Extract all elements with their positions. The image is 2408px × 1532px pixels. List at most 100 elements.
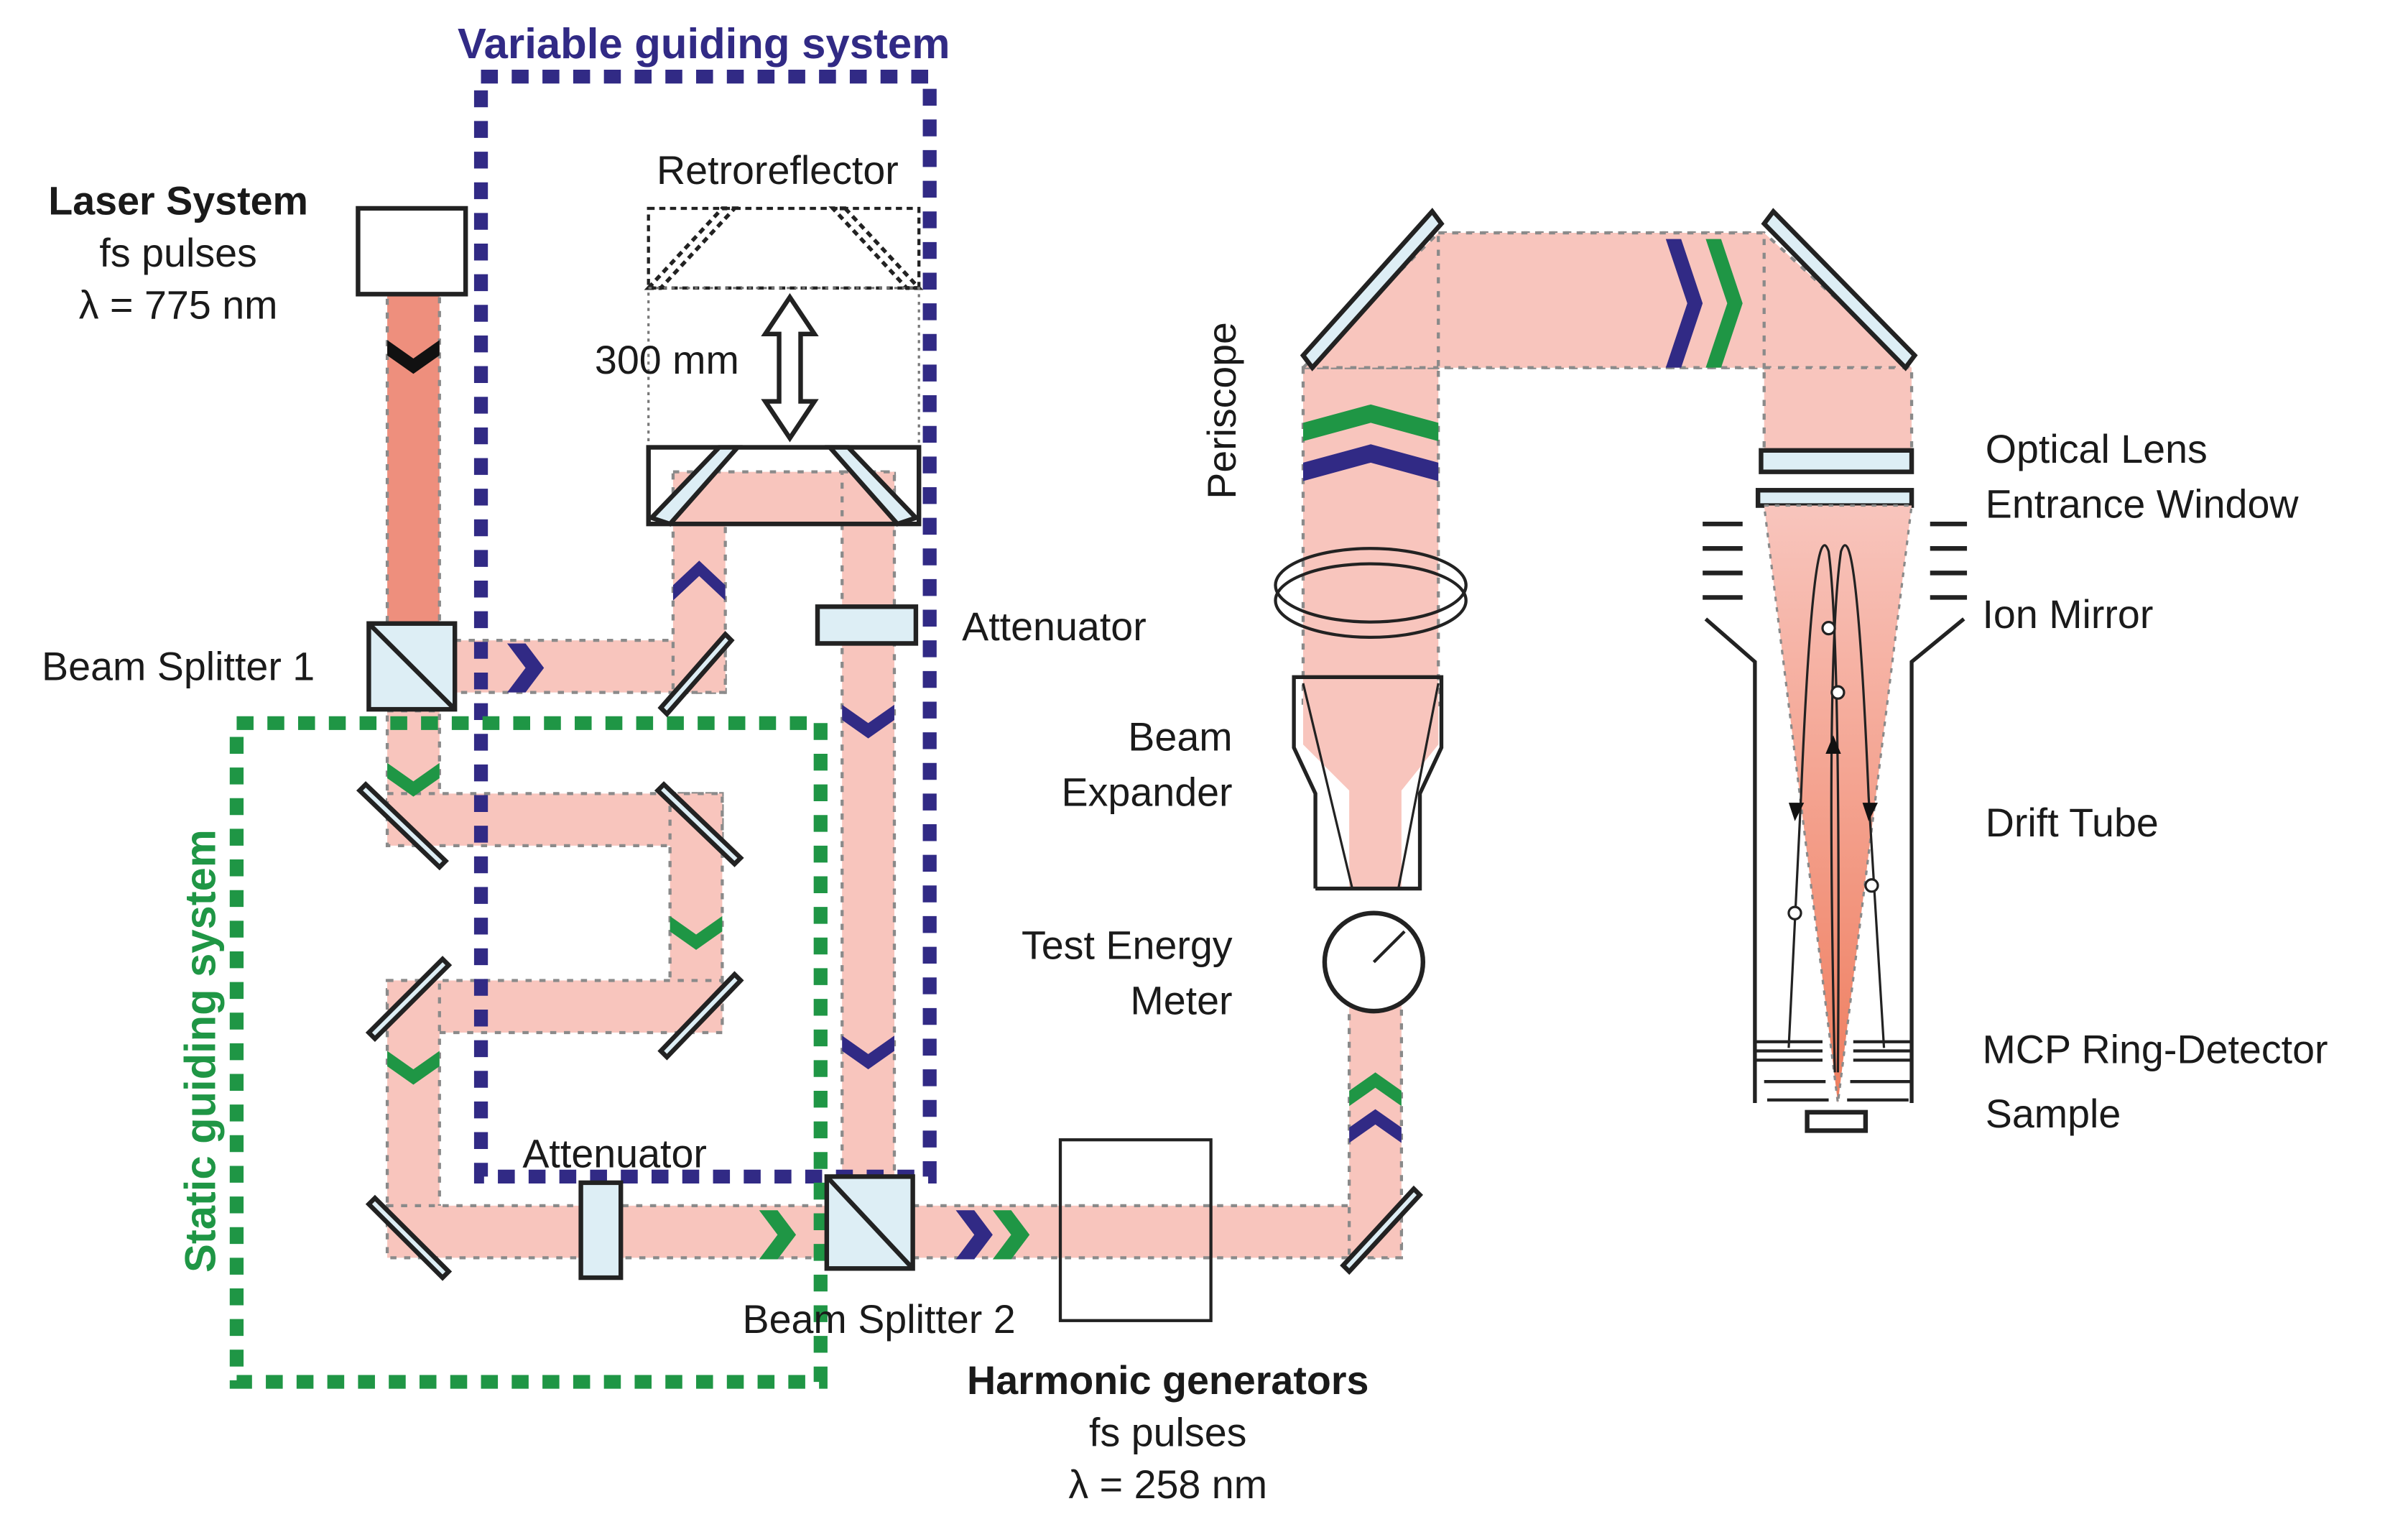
- retroreflector-label: Retroreflector: [657, 148, 899, 193]
- beam-down-to-lens: [1762, 366, 1914, 456]
- pulse-static-1: [387, 762, 440, 797]
- retroreflector-left-mirror: [647, 445, 743, 527]
- harmonic-title: Harmonic generators: [967, 1358, 1369, 1403]
- ion-arrow-down-right: [1862, 803, 1879, 821]
- pulse-variable-horizontal: [506, 643, 545, 693]
- drift-tube-right-wall: [1909, 617, 1965, 1104]
- travel-double-arrow: [761, 292, 819, 443]
- energy-meter-label-line1: Test Energy: [1022, 923, 1233, 968]
- laser-pulses: fs pulses: [99, 231, 256, 275]
- ion-arrow-up: [1825, 735, 1841, 754]
- pulse-variable-down-1: [842, 704, 894, 739]
- pulse-static-2: [670, 915, 723, 950]
- entrance-window: [1755, 488, 1914, 508]
- static-beam-2: [385, 792, 724, 847]
- optical-lens: [1759, 448, 1914, 474]
- focusing-lens-ring-back: [1274, 547, 1468, 624]
- pulse-periscope-green: [1302, 404, 1439, 442]
- static-beam-5: [385, 979, 441, 1227]
- mirror-uv-turn: [1340, 1185, 1423, 1275]
- pulse-top-green: [1705, 239, 1743, 368]
- beam-expander-label-line2: Expander: [1062, 770, 1233, 815]
- ion-arrow-down-left: [1788, 803, 1805, 821]
- pulse-top-blue: [1665, 239, 1703, 368]
- pulse-static-3: [387, 1051, 440, 1085]
- beam-expander-outline: [1292, 675, 1444, 891]
- pulse-uv-green: [1349, 1072, 1402, 1107]
- beam-splitter-2: [824, 1174, 915, 1271]
- laser-wavelength: λ = 775 nm: [79, 283, 278, 328]
- retroreflector-right-mirror: [825, 445, 920, 527]
- mirror-static-1: [356, 781, 449, 871]
- beam-expander-right-edge: [1397, 683, 1440, 889]
- ion-trajectory-right: [1830, 544, 1886, 1073]
- mirror-static-3: [657, 971, 744, 1061]
- attenuator-static: [578, 1180, 624, 1280]
- sample-holder: [1805, 1109, 1868, 1133]
- ion-marker-4: [1830, 685, 1846, 700]
- mirror-static-2: [654, 781, 744, 867]
- ion-marker-2: [1864, 878, 1879, 893]
- beam-splitter-2-label: Beam Splitter 2: [742, 1297, 1015, 1342]
- pulse-fundamental: [387, 340, 440, 374]
- pulse-combined-green: [992, 1210, 1030, 1260]
- beam-splitter-2-diagonal: [825, 1175, 914, 1270]
- attenuator-variable-label: Attenuator: [962, 604, 1147, 649]
- variable-guiding-title: Variable guiding system: [458, 19, 950, 68]
- periscope-label: Periscope: [1200, 322, 1244, 499]
- periscope-beam-top-bar: [1437, 231, 1766, 369]
- static-beam-4: [385, 979, 724, 1035]
- sample-label: Sample: [1986, 1092, 2121, 1136]
- beam-splitter-1: [366, 621, 458, 712]
- beam-expander-cone: [1302, 680, 1439, 889]
- attenuator-variable: [815, 604, 919, 646]
- focusing-lens-ring-front: [1274, 562, 1468, 640]
- ion-mirror-grids: [1703, 521, 1968, 600]
- harmonic-generator-box: [1058, 1138, 1213, 1322]
- test-energy-meter: [1322, 910, 1426, 1014]
- pulse-uv-blue: [1349, 1109, 1402, 1143]
- drift-tube-left-wall: [1704, 617, 1757, 1104]
- pulse-combined-blue: [955, 1210, 993, 1260]
- mirrors: [356, 208, 1918, 1281]
- pulse-variable-up: [672, 560, 726, 601]
- ion-trajectories: [1787, 544, 1886, 1073]
- laser-source-box: [356, 206, 468, 297]
- harmonic-wavelength: λ = 258 nm: [1068, 1462, 1267, 1507]
- ion-mirror-label: Ion Mirror: [1982, 592, 2153, 637]
- ion-marker-3: [1821, 620, 1836, 636]
- harmonic-pulses: fs pulses: [1089, 1411, 1246, 1455]
- spectrometer: [1703, 448, 1968, 1133]
- attenuator-static-label: Attenuator: [522, 1132, 707, 1176]
- pulse-periscope-blue: [1302, 444, 1439, 481]
- entrance-window-label: Entrance Window: [1986, 482, 2300, 527]
- retroreflector-housing: [646, 445, 922, 527]
- energy-meter-needle: [1372, 930, 1406, 964]
- retroreflector-ghost-left-face: [644, 206, 739, 290]
- retroreflector-ghost: [647, 206, 921, 290]
- energy-meter-label-line2: Meter: [1130, 978, 1232, 1023]
- laser-title: Laser System: [48, 179, 308, 223]
- beam-expander: [1292, 675, 1444, 891]
- beam-splitter-1-diagonal: [367, 622, 457, 711]
- retroreflector-ghost-right-face: [828, 206, 924, 290]
- mcp-ring-detector: [1754, 1040, 1912, 1102]
- beam-splitter-1-label: Beam Splitter 1: [42, 645, 315, 689]
- mcp-detector-label: MCP Ring-Detector: [1982, 1028, 2328, 1072]
- pulse-static-4: [759, 1210, 797, 1260]
- beam-expander-label-line1: Beam: [1128, 715, 1232, 760]
- pulse-variable-down-2: [842, 1035, 894, 1070]
- ion-trajectory-left: [1787, 544, 1840, 1073]
- mirror-static-5: [365, 1194, 453, 1281]
- focusing-lens: [1274, 547, 1468, 640]
- beam-expander-left-edge: [1302, 683, 1353, 889]
- periscope-mirror-lower: [1300, 208, 1445, 372]
- optical-lens-label: Optical Lens: [1986, 427, 2208, 471]
- travel-label: 300 mm: [595, 338, 739, 382]
- ion-marker-1: [1787, 905, 1802, 920]
- drift-tube-label: Drift Tube: [1986, 800, 2159, 845]
- mirror-variable-1: [657, 630, 735, 718]
- pulse-markers: [387, 239, 1743, 1260]
- variable-guiding-frame: [473, 70, 937, 1183]
